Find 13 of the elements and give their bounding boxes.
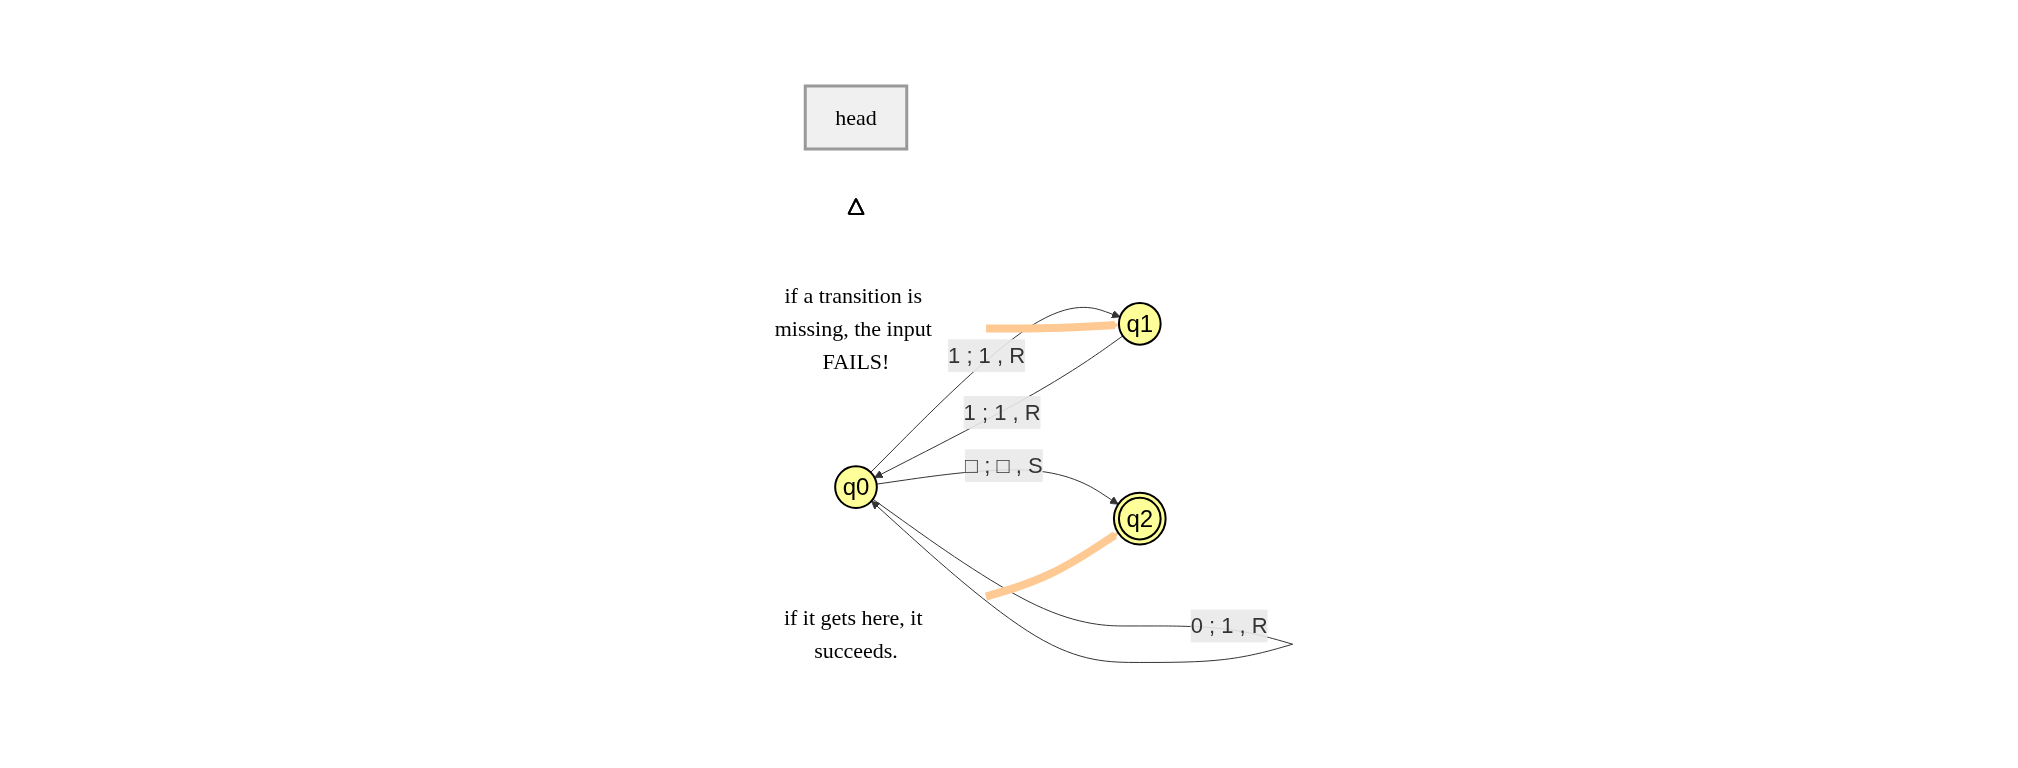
edge-label: 1 ; 1 , R	[963, 399, 1041, 425]
edge-label: □ ; □ , S	[964, 453, 1043, 479]
node-circle: q0	[833, 465, 878, 509]
arrow	[984, 531, 1119, 601]
node-circle: q2	[1112, 491, 1167, 546]
node-circle: q1	[1117, 301, 1162, 346]
edge-label: 1 ; 1 , R	[947, 343, 1025, 369]
node-box: head	[803, 84, 908, 151]
edge-label: 0 ; 1 , R	[1190, 613, 1268, 639]
node-text: if it gets here, it succeeds.	[783, 605, 923, 664]
arrow	[873, 335, 1123, 478]
node-text: if a transition is missing, the input FAILS!	[774, 282, 932, 374]
arrow	[869, 306, 1121, 473]
